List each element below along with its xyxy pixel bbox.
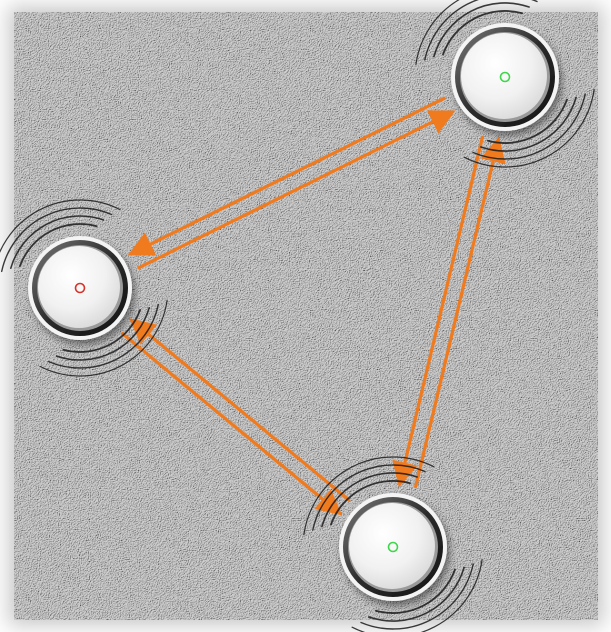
access-point-disc <box>28 236 132 340</box>
led-indicator-icon <box>499 71 511 83</box>
arrow-left-to-top-right <box>137 110 456 270</box>
link-arrows <box>121 96 506 516</box>
access-point-disc <box>339 493 447 601</box>
led-indicator-icon <box>74 282 86 294</box>
arrow-left-to-bottom <box>121 332 343 516</box>
signal-waves-icon <box>303 456 483 632</box>
access-point-bottom <box>303 456 483 632</box>
access-points <box>0 0 595 632</box>
access-point-top-right <box>415 0 595 168</box>
access-point-disc <box>451 23 559 131</box>
arrow-top-right-to-bottom <box>392 135 484 488</box>
access-point-left <box>0 199 168 377</box>
arrow-top-right-to-left <box>127 96 446 256</box>
signal-waves-icon <box>415 0 595 168</box>
led-indicator-icon <box>387 541 399 553</box>
signal-waves-icon <box>0 199 168 377</box>
arrow-bottom-to-top-right <box>414 136 506 489</box>
arrow-bottom-to-left <box>129 318 351 502</box>
